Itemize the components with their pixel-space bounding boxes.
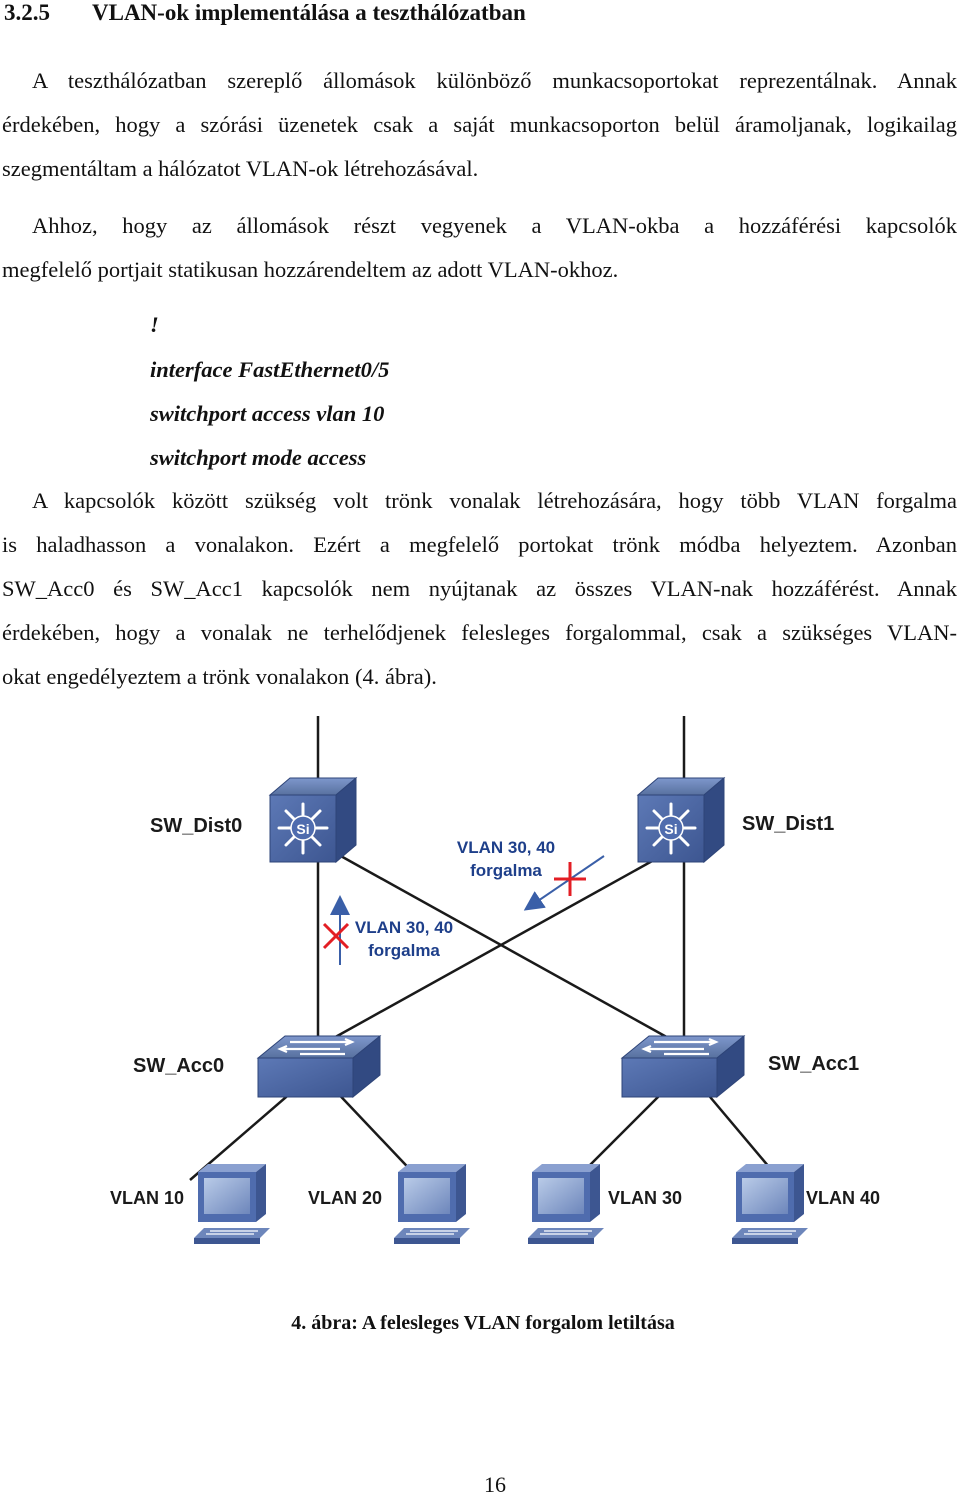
host-vlan20-label: VLAN 20 <box>308 1188 382 1208</box>
paragraph-3-line-2: is haladhasson a vonalakon. Ezért a megf… <box>2 532 957 557</box>
paragraph-2-line-2: megfelelő portjait statikusan hozzárende… <box>2 257 619 282</box>
link-acc0-vlan20 <box>329 1084 421 1181</box>
paragraph-1-line-2: érdekében, hogy a szórási üzenetek csak … <box>2 112 957 137</box>
cross-diagonal-icon <box>554 862 586 896</box>
annotation-diagonal-line2: forgalma <box>470 861 542 880</box>
sw-dist1-chip-label: Si <box>664 821 677 837</box>
annotation-vertical-line1: VLAN 30, 40 <box>355 918 453 937</box>
sw-dist1-label: SW_Dist1 <box>742 813 834 835</box>
config-line-1: ! <box>150 312 159 337</box>
paragraph-3-line-5: okat engedélyeztem a trönk vonalakon (4.… <box>2 664 437 689</box>
sw-acc0 <box>256 1034 382 1099</box>
trunk-dist1-acc0 <box>311 848 673 1052</box>
sw-dist0-chip-label: Si <box>296 821 309 837</box>
paragraph-3-line-4: érdekében, hogy a vonalak ne terhelődjen… <box>2 620 957 645</box>
sw-dist1: Si <box>636 776 726 864</box>
config-line-3: switchport access vlan 10 <box>150 401 385 426</box>
paragraph-1-line-1: A teszthálózatban szereplő állomások kül… <box>32 68 957 93</box>
paragraph-3-line-1: A kapcsolók között szükség volt trönk vo… <box>32 488 957 513</box>
host-vlan10-label: VLAN 10 <box>110 1188 184 1208</box>
section-number: 3.2.5 <box>4 0 50 25</box>
paragraph-3-line-3: SW_Acc0 és SW_Acc1 kapcsolók nem nyújtan… <box>2 576 957 601</box>
figure-caption: 4. ábra: A felesleges VLAN forgalom leti… <box>291 1312 675 1334</box>
host-vlan10-icon <box>194 1164 270 1244</box>
sw-acc1-label: SW_Acc1 <box>768 1053 859 1075</box>
paragraph-1-line-3: szegmentáltam a hálózatot VLAN-ok létreh… <box>2 156 479 181</box>
page-number: 16 <box>484 1472 506 1497</box>
section-heading: 3.2.5 VLAN-ok implementálása a teszthálóz… <box>4 0 526 26</box>
network-diagram: Si SW_Dist0 Si SW_Dist1 VLAN 30, 40 forg… <box>110 716 880 1244</box>
host-vlan30-label: VLAN 30 <box>608 1188 682 1208</box>
host-vlan30-icon <box>528 1164 604 1244</box>
paragraph-2-line-1: Ahhoz, hogy az állomások részt vegyenek … <box>32 213 957 238</box>
annotation-vertical-line2: forgalma <box>368 941 440 960</box>
host-vlan20-icon <box>394 1164 470 1244</box>
sw-acc1 <box>620 1034 746 1099</box>
config-line-2: interface FastEthernet0/5 <box>150 357 390 382</box>
annotation-diagonal-line1: VLAN 30, 40 <box>457 838 555 857</box>
trunk-dist0-acc1 <box>329 848 691 1052</box>
config-line-4: switchport mode access <box>150 445 367 470</box>
sw-acc0-label: SW_Acc0 <box>133 1055 224 1077</box>
sw-dist0-label: SW_Dist0 <box>150 815 242 837</box>
host-vlan40-label: VLAN 40 <box>806 1188 880 1208</box>
host-vlan40-icon <box>732 1164 808 1244</box>
sw-dist0: Si <box>268 776 358 864</box>
section-title: VLAN-ok implementálása a teszthálózatban <box>92 0 526 25</box>
cross-vertical-icon <box>322 922 350 950</box>
